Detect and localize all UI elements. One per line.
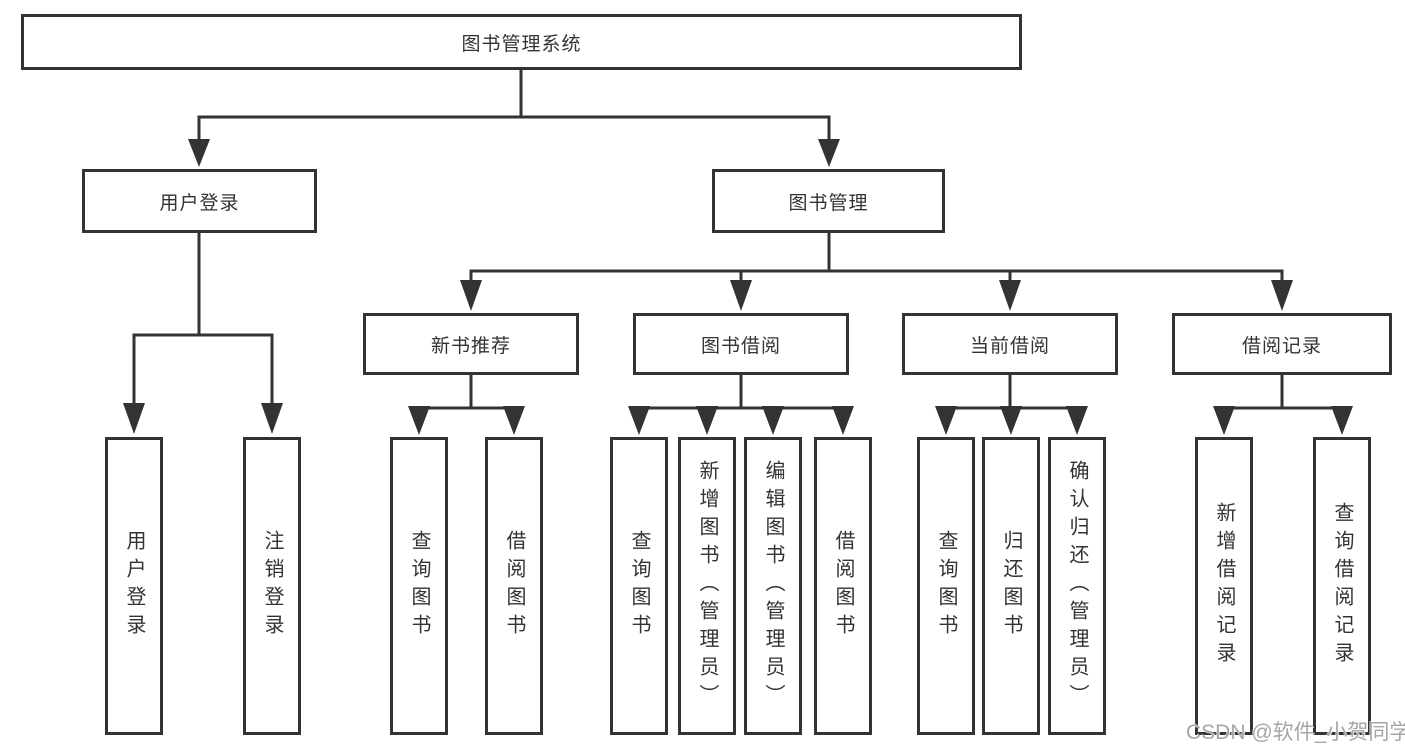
node-current-borrow-label: 当前借阅 — [969, 335, 1050, 357]
node-new-book-recommend: 新书推荐 — [363, 313, 579, 375]
node-user-login-label: 用户登录 — [159, 192, 240, 214]
leaf-user-login: 用户登录 — [105, 437, 163, 735]
leaf-edit-book-admin: 编辑图书（管理员） — [744, 437, 802, 735]
leaf-borrow-book-1: 借阅图书 — [485, 437, 543, 735]
leaf-query-book-1-label: 查询图书 — [408, 530, 430, 642]
arrowheads — [123, 139, 1353, 435]
leaf-user-login-label: 用户登录 — [123, 530, 145, 642]
leaf-edit-book-admin-label: 编辑图书（管理员） — [762, 460, 784, 712]
node-book-management: 图书管理 — [712, 169, 945, 233]
leaf-return-book-label: 归还图书 — [1000, 530, 1022, 642]
leaf-return-book: 归还图书 — [982, 437, 1040, 735]
node-current-borrow: 当前借阅 — [902, 313, 1118, 375]
leaf-borrow-book-2-label: 借阅图书 — [832, 530, 854, 642]
leaf-add-borrow-record: 新增借阅记录 — [1195, 437, 1253, 735]
leaf-query-borrow-record: 查询借阅记录 — [1313, 437, 1371, 735]
leaf-add-book-admin: 新增图书（管理员） — [678, 437, 736, 735]
leaf-query-book-2: 查询图书 — [610, 437, 668, 735]
leaf-query-borrow-record-label: 查询借阅记录 — [1331, 502, 1353, 670]
leaf-query-book-1: 查询图书 — [390, 437, 448, 735]
node-borrow-record: 借阅记录 — [1172, 313, 1392, 375]
leaf-confirm-return-admin-label: 确认归还（管理员） — [1066, 460, 1088, 712]
node-root: 图书管理系统 — [21, 14, 1022, 70]
csdn-watermark: CSDN @软件_小贺同学 — [1186, 721, 1405, 744]
leaf-query-book-3: 查询图书 — [917, 437, 975, 735]
leaf-logout-label: 注销登录 — [261, 530, 283, 642]
node-borrow-record-label: 借阅记录 — [1241, 335, 1322, 357]
node-user-login: 用户登录 — [82, 169, 317, 233]
node-book-management-label: 图书管理 — [788, 192, 869, 214]
leaf-logout: 注销登录 — [243, 437, 301, 735]
leaf-borrow-book-1-label: 借阅图书 — [503, 530, 525, 642]
node-book-borrow-label: 图书借阅 — [700, 335, 781, 357]
leaf-query-book-2-label: 查询图书 — [628, 530, 650, 642]
node-root-label: 图书管理系统 — [461, 33, 582, 55]
leaf-borrow-book-2: 借阅图书 — [814, 437, 872, 735]
leaf-add-book-admin-label: 新增图书（管理员） — [696, 460, 718, 712]
leaf-confirm-return-admin: 确认归还（管理员） — [1048, 437, 1106, 735]
node-new-book-recommend-label: 新书推荐 — [430, 335, 511, 357]
leaf-query-book-3-label: 查询图书 — [935, 530, 957, 642]
leaf-add-borrow-record-label: 新增借阅记录 — [1213, 502, 1235, 670]
node-book-borrow: 图书借阅 — [633, 313, 849, 375]
